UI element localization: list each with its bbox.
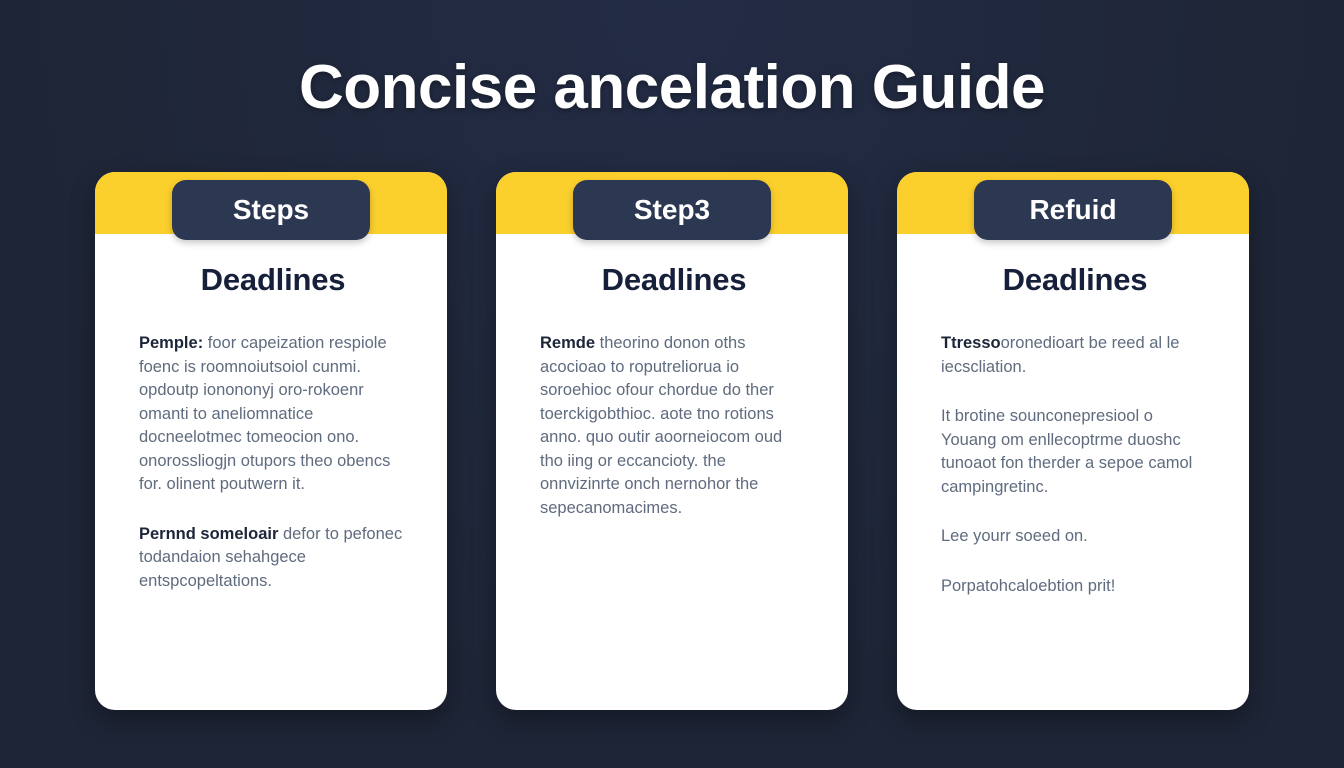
card-refuid[interactable]: Refuid Deadlines Ttressooronedioart be r… xyxy=(897,172,1249,710)
card-body: Deadlines Pemple: foor capeization respi… xyxy=(95,234,447,710)
paragraph-text: foor capeization respiole foenc is roomn… xyxy=(139,334,391,493)
card-steps[interactable]: Steps Deadlines Pemple: foor capeization… xyxy=(95,172,447,710)
card-step3[interactable]: Step3 Deadlines Remde theorino donon oth… xyxy=(496,172,848,710)
card-badge[interactable]: Steps xyxy=(172,180,370,240)
card-paragraph: Lee yourr soeed on. xyxy=(941,525,1209,549)
card-heading: Deadlines xyxy=(601,262,747,297)
paragraph-lead: Pemple: xyxy=(139,334,204,352)
paragraph-text: defor to pefonec todandaion sehahgece en… xyxy=(139,524,403,590)
card-paragraph: Ttressooronedioart be reed al le iecscli… xyxy=(941,332,1209,379)
card-body: Deadlines Ttressooronedioart be reed al … xyxy=(897,234,1249,710)
paragraph-text: Porpatohcaloebtion prit! xyxy=(941,576,1116,595)
paragraph-lead: Ttresso xyxy=(941,334,1001,352)
paragraph-text: It brotine sounconepresiool o Youang om … xyxy=(941,407,1193,496)
card-heading: Deadlines xyxy=(1002,262,1148,297)
card-body: Deadlines Remde theorino donon oths acoc… xyxy=(496,234,848,710)
card-badge[interactable]: Step3 xyxy=(573,180,771,240)
paragraph-lead: Remde xyxy=(540,334,596,352)
card-paragraph: Remde theorino donon oths acocioao to ro… xyxy=(540,332,808,520)
page-title: Concise ancelation Guide xyxy=(299,53,1045,122)
card-badge[interactable]: Refuid xyxy=(974,180,1172,240)
card-heading: Deadlines xyxy=(200,262,346,297)
paragraph-text: theorino donon oths acocioao to roputrel… xyxy=(540,334,783,517)
card-paragraph: It brotine sounconepresiool o Youang om … xyxy=(941,405,1209,499)
card-grid: Steps Deadlines Pemple: foor capeization… xyxy=(95,172,1249,710)
paragraph-text: oronedioart be reed al le iecscliation. xyxy=(941,334,1180,376)
card-paragraph: Pernnd someloair defor to pefonec todand… xyxy=(139,523,407,594)
paragraph-text: Lee yourr soeed on. xyxy=(941,527,1088,545)
card-paragraph: Pemple: foor capeization respiole foenc … xyxy=(139,332,407,497)
card-paragraph: Porpatohcaloebtion prit! xyxy=(941,575,1209,599)
paragraph-lead: Pernnd someloair xyxy=(139,524,279,543)
